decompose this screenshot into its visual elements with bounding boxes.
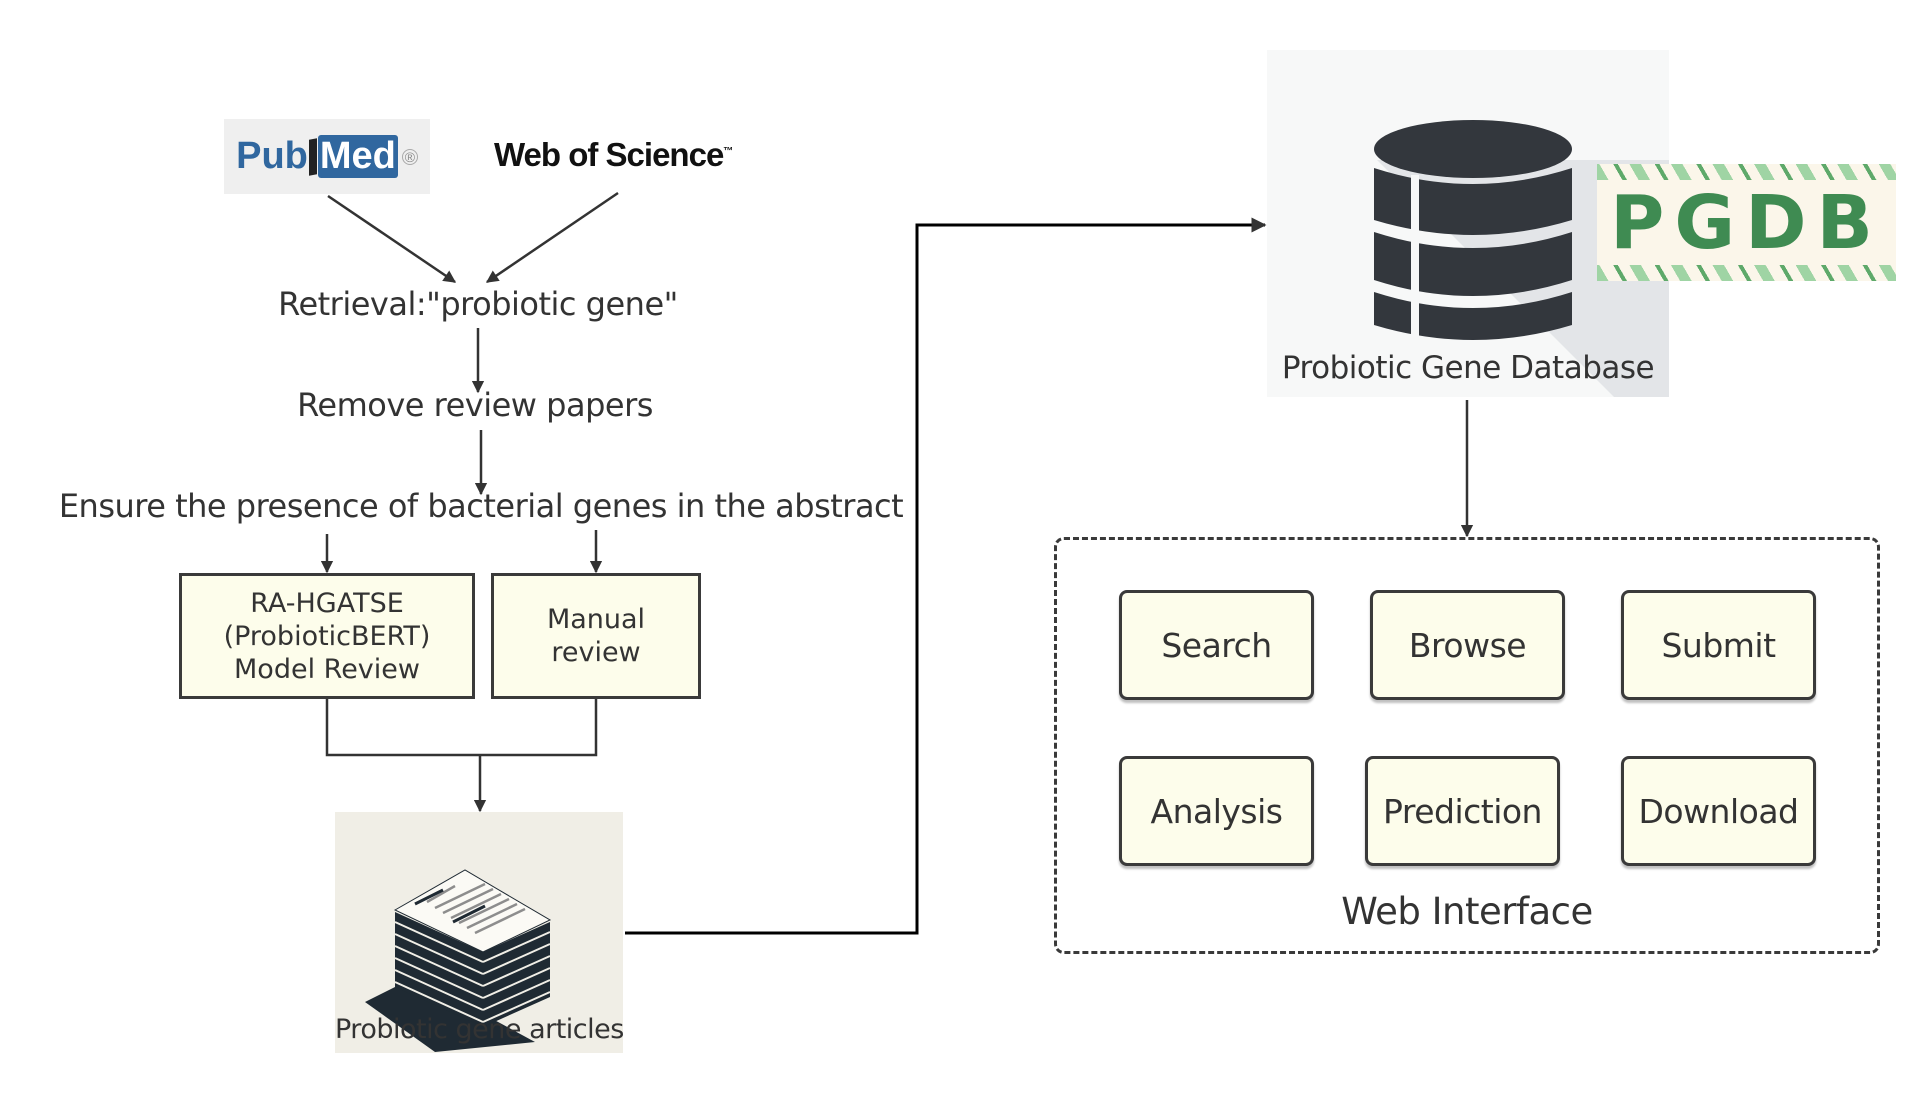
model-review-line2: (ProbioticBERT) (223, 620, 431, 652)
prediction-button[interactable]: Prediction (1365, 756, 1560, 866)
database-label: Probiotic Gene Database (1281, 350, 1655, 386)
ensure-genes-step: Ensure the presence of bacterial genes i… (58, 487, 904, 525)
retrieval-step: Retrieval:"probiotic gene" (278, 285, 678, 323)
model-review-line1: RA-HGATSE (250, 587, 404, 619)
download-button[interactable]: Download (1621, 756, 1816, 866)
submit-button[interactable]: Submit (1621, 590, 1816, 700)
analysis-button[interactable]: Analysis (1119, 756, 1314, 866)
logo-pattern-top (1597, 164, 1896, 180)
pubmed-logo: Pub Med ® (224, 119, 430, 194)
search-button[interactable]: Search (1119, 590, 1314, 700)
manual-review-box: Manual review (491, 573, 701, 699)
articles-panel: Probiotic gene articles (335, 812, 624, 1053)
paper-stack-icon (365, 869, 552, 1052)
registered-mark: ® (401, 148, 418, 165)
model-review-line3: Model Review (234, 653, 420, 685)
wos-label: Web of Science (494, 136, 724, 173)
web-interface-title: Web Interface (1341, 890, 1593, 933)
pgdb-logo-text: PGDB (1610, 179, 1883, 266)
articles-label: Probiotic gene articles (335, 1014, 624, 1045)
database-icon (1374, 120, 1572, 345)
arrow-articles-to-database (625, 217, 1267, 935)
logo-pattern-bottom (1597, 265, 1896, 281)
trademark-mark: ™ (723, 146, 733, 157)
pubmed-label-pub: Pub (236, 135, 308, 177)
arrow-wos-to-retrieval (485, 191, 619, 284)
manual-review-line2: review (551, 637, 641, 668)
pubmed-label-med: Med (317, 135, 398, 178)
browse-button[interactable]: Browse (1370, 590, 1565, 700)
web-interface-frame (1054, 537, 1880, 954)
pubmed-book-icon (308, 137, 317, 176)
merge-line (325, 698, 598, 757)
arrow-pubmed-to-retrieval (327, 194, 457, 284)
manual-review-line1: Manual (546, 604, 646, 635)
web-of-science-logo: Web of Science™ (494, 136, 733, 174)
model-review-box: RA-HGATSE (ProbioticBERT) Model Review (179, 573, 475, 699)
remove-reviews-step: Remove review papers (297, 386, 653, 424)
pgdb-logo: PGDB (1597, 164, 1896, 281)
